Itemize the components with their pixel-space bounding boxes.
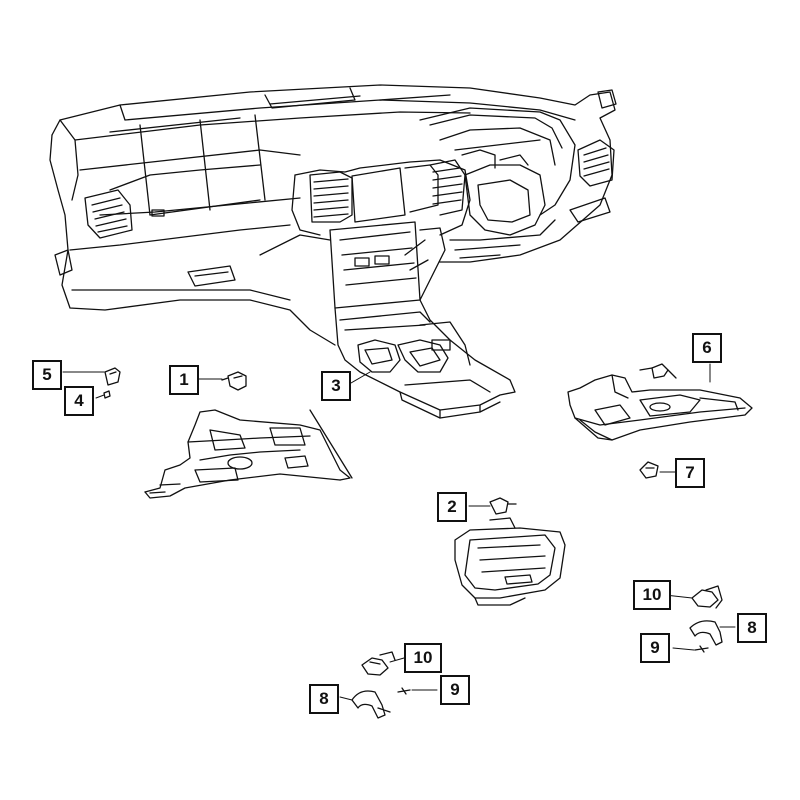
part-7-grommet (639, 461, 659, 479)
callout-9: 9 (640, 633, 670, 663)
part-2-latch (489, 497, 517, 515)
passenger-lower-trim (144, 409, 353, 499)
part-8-strap-right (689, 620, 723, 646)
driver-lower-trim (567, 374, 753, 441)
part-1-sensor (221, 371, 247, 391)
callout-7: 7 (675, 458, 705, 488)
callout-2: 2 (437, 492, 467, 522)
callout-3: 3 (321, 371, 351, 401)
part-9-pin-left (397, 687, 411, 695)
instrument-panel (49, 84, 617, 346)
callout-5: 5 (32, 360, 62, 390)
callout-10: 10 (404, 643, 442, 673)
part-10-hinge-left (361, 651, 396, 676)
floor-console (334, 299, 516, 419)
callout-6: 6 (692, 333, 722, 363)
part-4-clip (103, 390, 111, 399)
part-8-strap-left (351, 690, 391, 719)
leader-lines (62, 363, 736, 701)
callout-1: 1 (169, 365, 199, 395)
callout-8: 8 (737, 613, 767, 643)
glove-box (454, 517, 566, 606)
part-6-connector (639, 363, 677, 379)
callout-4: 4 (64, 386, 94, 416)
part-5-bracket (104, 367, 121, 386)
callout-10: 10 (633, 580, 671, 610)
part-10-hinge-right (691, 585, 723, 609)
callout-8: 8 (309, 684, 339, 714)
part-9-pin-right (694, 645, 709, 653)
callout-9: 9 (440, 675, 470, 705)
